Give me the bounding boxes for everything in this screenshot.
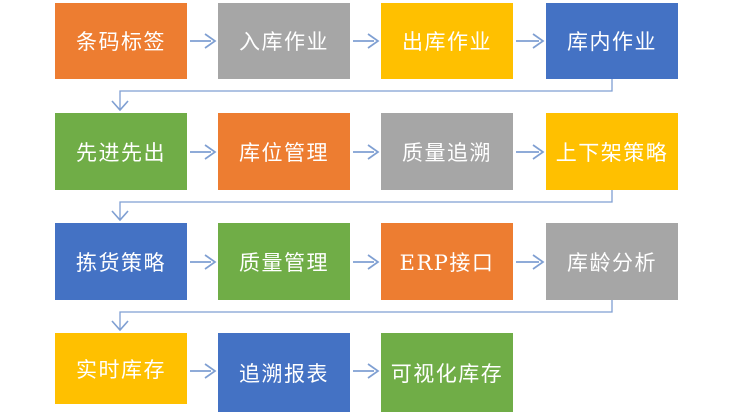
arrow-head-icon [367,254,380,270]
flow-node: 实时库存 [55,333,187,404]
flow-node: 上下架策略 [546,113,678,190]
flow-node: 库位管理 [218,113,350,190]
flow-node: 入库作业 [218,3,350,79]
flow-node: ERP接口 [381,223,513,300]
arrow-head-icon [111,100,129,112]
flow-node: 质量追溯 [381,113,513,190]
flow-node: 拣货策略 [55,223,187,300]
arrow-head-icon [532,254,545,270]
arrow-head-icon [367,144,380,160]
wrap-connector-line [119,79,613,109]
wrap-connector-line [119,190,613,219]
arrow-head-icon [111,210,129,222]
flow-node: 库内作业 [546,3,678,79]
flow-node: 出库作业 [381,3,513,79]
arrow-head-icon [532,144,545,160]
flow-node: 质量管理 [218,223,350,300]
flow-node: 可视化库存 [381,333,513,412]
arrow-head-icon [532,33,545,49]
flow-node: 先进先出 [55,113,187,190]
flow-node: 库龄分析 [546,223,678,300]
arrow-head-icon [204,144,217,160]
flow-node: 条码标签 [55,3,187,79]
wrap-connector-line [119,300,613,329]
arrow-head-icon [367,363,380,379]
arrow-head-icon [204,254,217,270]
arrow-head-icon [204,363,217,379]
arrow-head-icon [367,33,380,49]
flow-node: 追溯报表 [218,333,350,412]
arrow-head-icon [204,33,217,49]
arrow-head-icon [111,320,129,332]
